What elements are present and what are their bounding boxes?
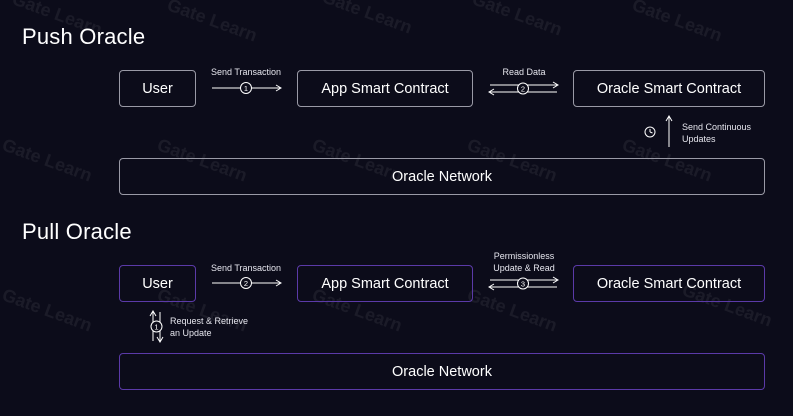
push-oracle-title: Push Oracle [22,24,146,49]
push-step-1-number: 1 [244,84,248,93]
pull-oracle-network-node: Oracle Network [119,353,765,390]
pull-oracle-title: Pull Oracle [22,219,132,244]
pull-permissionless-label-2: Update & Read [493,263,555,273]
pull-send-transaction-label: Send Transaction [210,263,282,273]
pull-oracle-contract-node: Oracle Smart Contract [573,265,765,302]
push-send-transaction-arrow: 1 [212,82,282,94]
pull-send-transaction-arrow: 2 [212,277,282,289]
push-oracle-contract-node: Oracle Smart Contract [573,70,765,107]
push-app-contract-node: App Smart Contract [297,70,473,107]
push-read-data-label: Read Data [502,67,546,77]
push-continuous-update-arrow [665,115,673,147]
pull-user-node: User [119,265,196,302]
pull-request-retrieve-arrow: 1 [149,310,164,343]
pull-step-1-number: 1 [154,323,158,332]
pull-request-retrieve-label-1: Request & Retrieve [170,316,249,326]
push-oracle-network-node: Oracle Network [119,158,765,195]
push-send-updates-label-1: Send Continuous [682,122,752,132]
pull-permissionless-label-1: Permissionless [493,251,555,261]
pull-app-contract-node: App Smart Contract [297,265,473,302]
pull-permissionless-arrow: 3 [488,276,559,291]
push-step-2-number: 2 [521,85,525,94]
pull-step-3-number: 3 [521,280,525,289]
push-send-updates-label-2: Updates [682,134,716,144]
push-user-node: User [119,70,196,107]
push-send-transaction-label: Send Transaction [210,67,282,77]
pull-step-2-number: 2 [244,279,248,288]
push-read-data-arrow: 2 [488,81,559,96]
clock-icon [644,126,656,138]
pull-request-retrieve-label-2: an Update [170,328,212,338]
